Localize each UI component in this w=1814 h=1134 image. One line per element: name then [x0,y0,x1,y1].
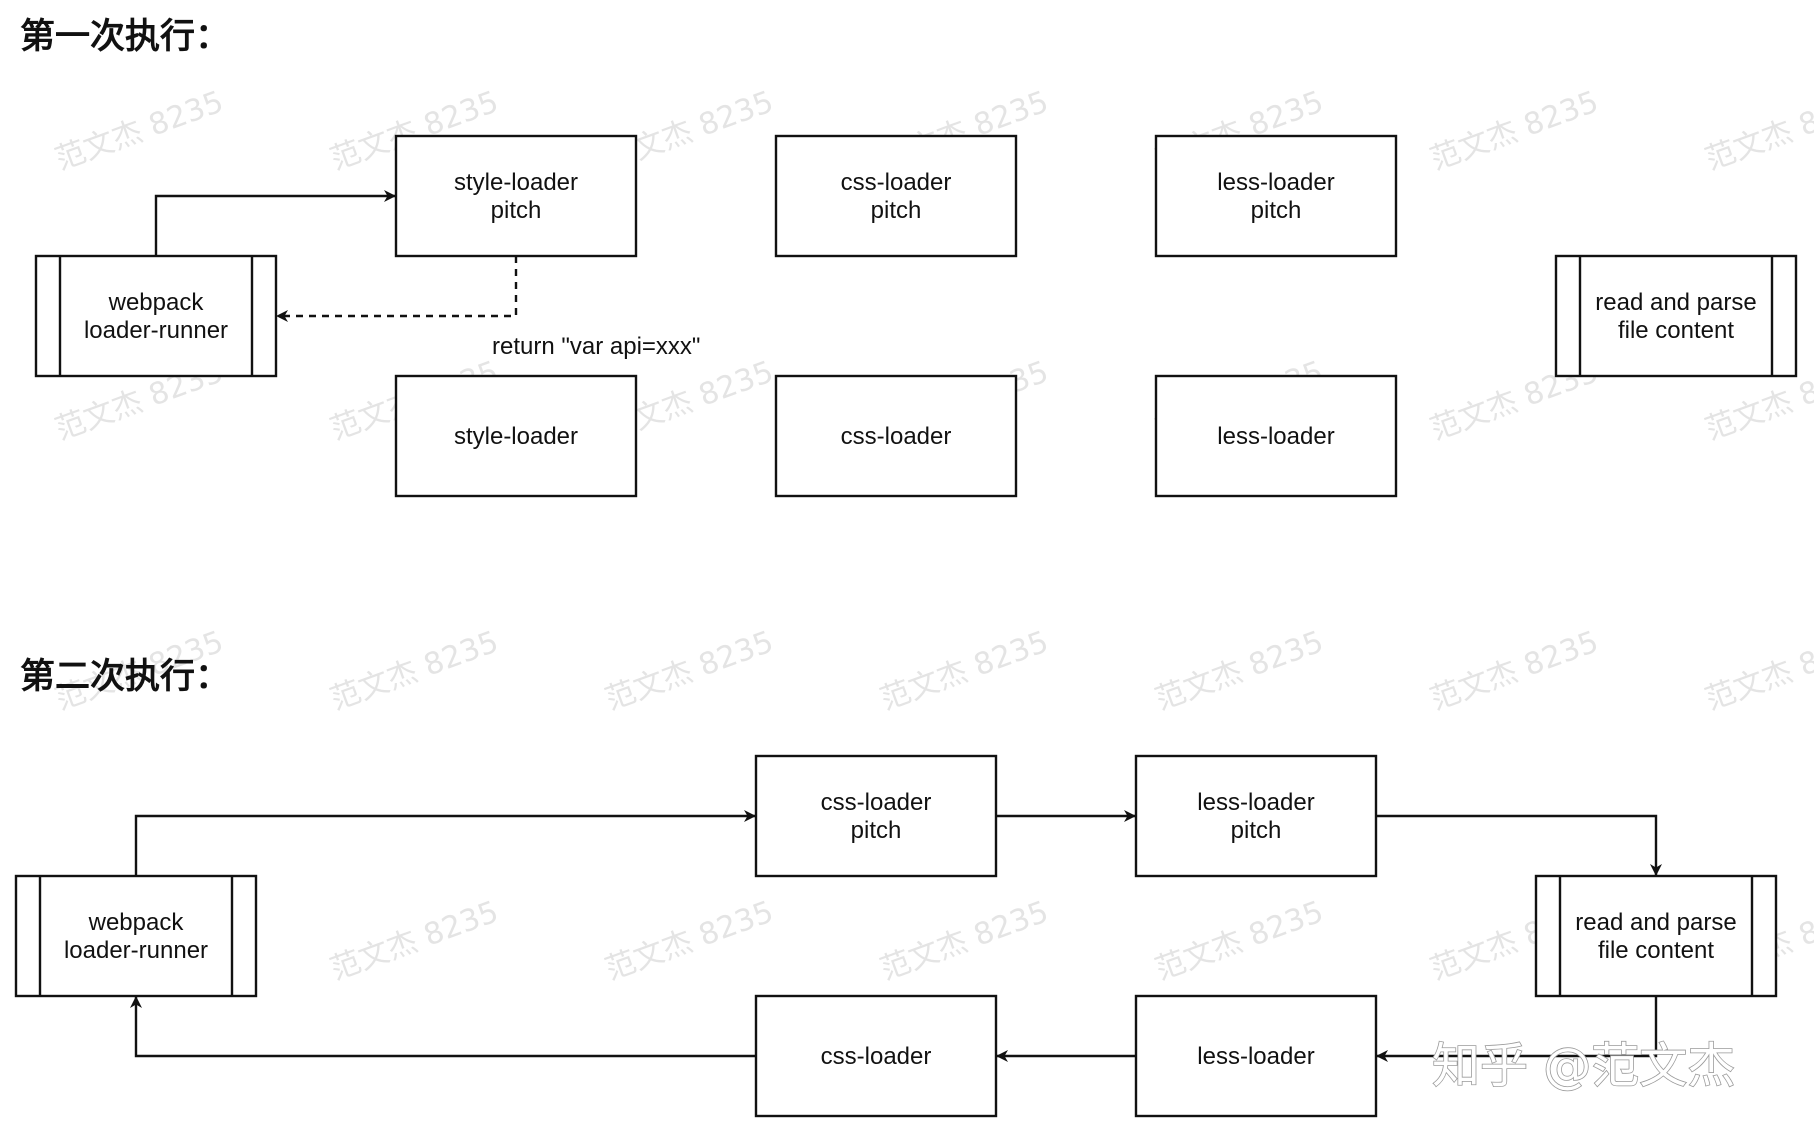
watermark-text: 范文杰 8235 [1151,894,1328,987]
watermark-text: 范文杰 8235 [1426,624,1603,717]
node-label-line: css-loader [841,169,952,196]
node-label-line: pitch [871,197,922,224]
node-label-line: file content [1618,317,1734,344]
watermark-text: 范文杰 8235 [51,84,228,177]
edge-runner-to-style-pitch [154,190,396,256]
node-label-line: style-loader [454,423,578,450]
edge-less-pitch-to-read [1376,814,1662,876]
node-label-line: loader-runner [84,317,228,344]
section-title-first-run: 第一次执行： [20,17,230,57]
node-label-line: less-loader [1197,1043,1314,1070]
edge-read-to-less [1376,996,1658,1062]
node-label-line: loader-runner [64,937,208,964]
watermark-text: 范文杰 8235 [1701,624,1814,717]
watermark-text: 范文杰 8235 [876,894,1053,987]
node-label-line: pitch [851,817,902,844]
edge-runner-to-css-pitch [134,810,756,876]
node-less: less-loader [1134,994,1378,1118]
node-css: css-loader [774,374,1018,498]
node-style: style-loader [394,374,638,498]
node-label-line: file content [1598,937,1714,964]
edge-css-to-runner [130,996,756,1058]
node-label-line: less-loader [1197,789,1314,816]
watermark-text: 范文杰 8235 [326,894,503,987]
node-label-line: css-loader [841,423,952,450]
brand-watermark: 知乎 @范文杰 [1432,1038,1735,1094]
node-css: css-loader [754,994,998,1118]
node-label-line: pitch [491,197,542,224]
node-label-line: less-loader [1217,169,1334,196]
node-label-line: webpack [88,909,185,936]
first-run-nodes: webpackloader-runnerstyle-loaderpitchcss… [34,134,1798,498]
watermark-text: 范文杰 8235 [601,894,778,987]
section-title-second-run: 第二次执行： [20,657,230,697]
node-less: less-loader [1154,374,1398,498]
node-label-line: webpack [108,289,205,316]
watermark-text: 范文杰 8235 [1426,84,1603,177]
watermark-text: 范文杰 8235 [326,624,503,717]
node-label-line: less-loader [1217,423,1334,450]
node-label-line: style-loader [454,169,578,196]
watermark-text: 范文杰 8235 [1151,624,1328,717]
node-label-line: css-loader [821,1043,932,1070]
second-run-edges [130,810,1662,1062]
node-label-line: pitch [1231,817,1282,844]
watermark-text: 范文杰 8235 [876,624,1053,717]
node-label-line: pitch [1251,197,1302,224]
watermark-text: 范文杰 8235 [601,624,778,717]
node-label-line: read and parse [1595,289,1756,316]
watermark-text: 范文杰 8235 [1701,84,1814,177]
edge-label: return "var api=xxx" [492,333,700,360]
first-run-edges: return "var api=xxx" [154,190,700,360]
node-label-line: read and parse [1575,909,1736,936]
node-label-line: css-loader [821,789,932,816]
second-run-nodes: webpackloader-runnercss-loaderpitchless-… [14,754,1778,1118]
edge-style-pitch-to-runner [276,256,518,322]
